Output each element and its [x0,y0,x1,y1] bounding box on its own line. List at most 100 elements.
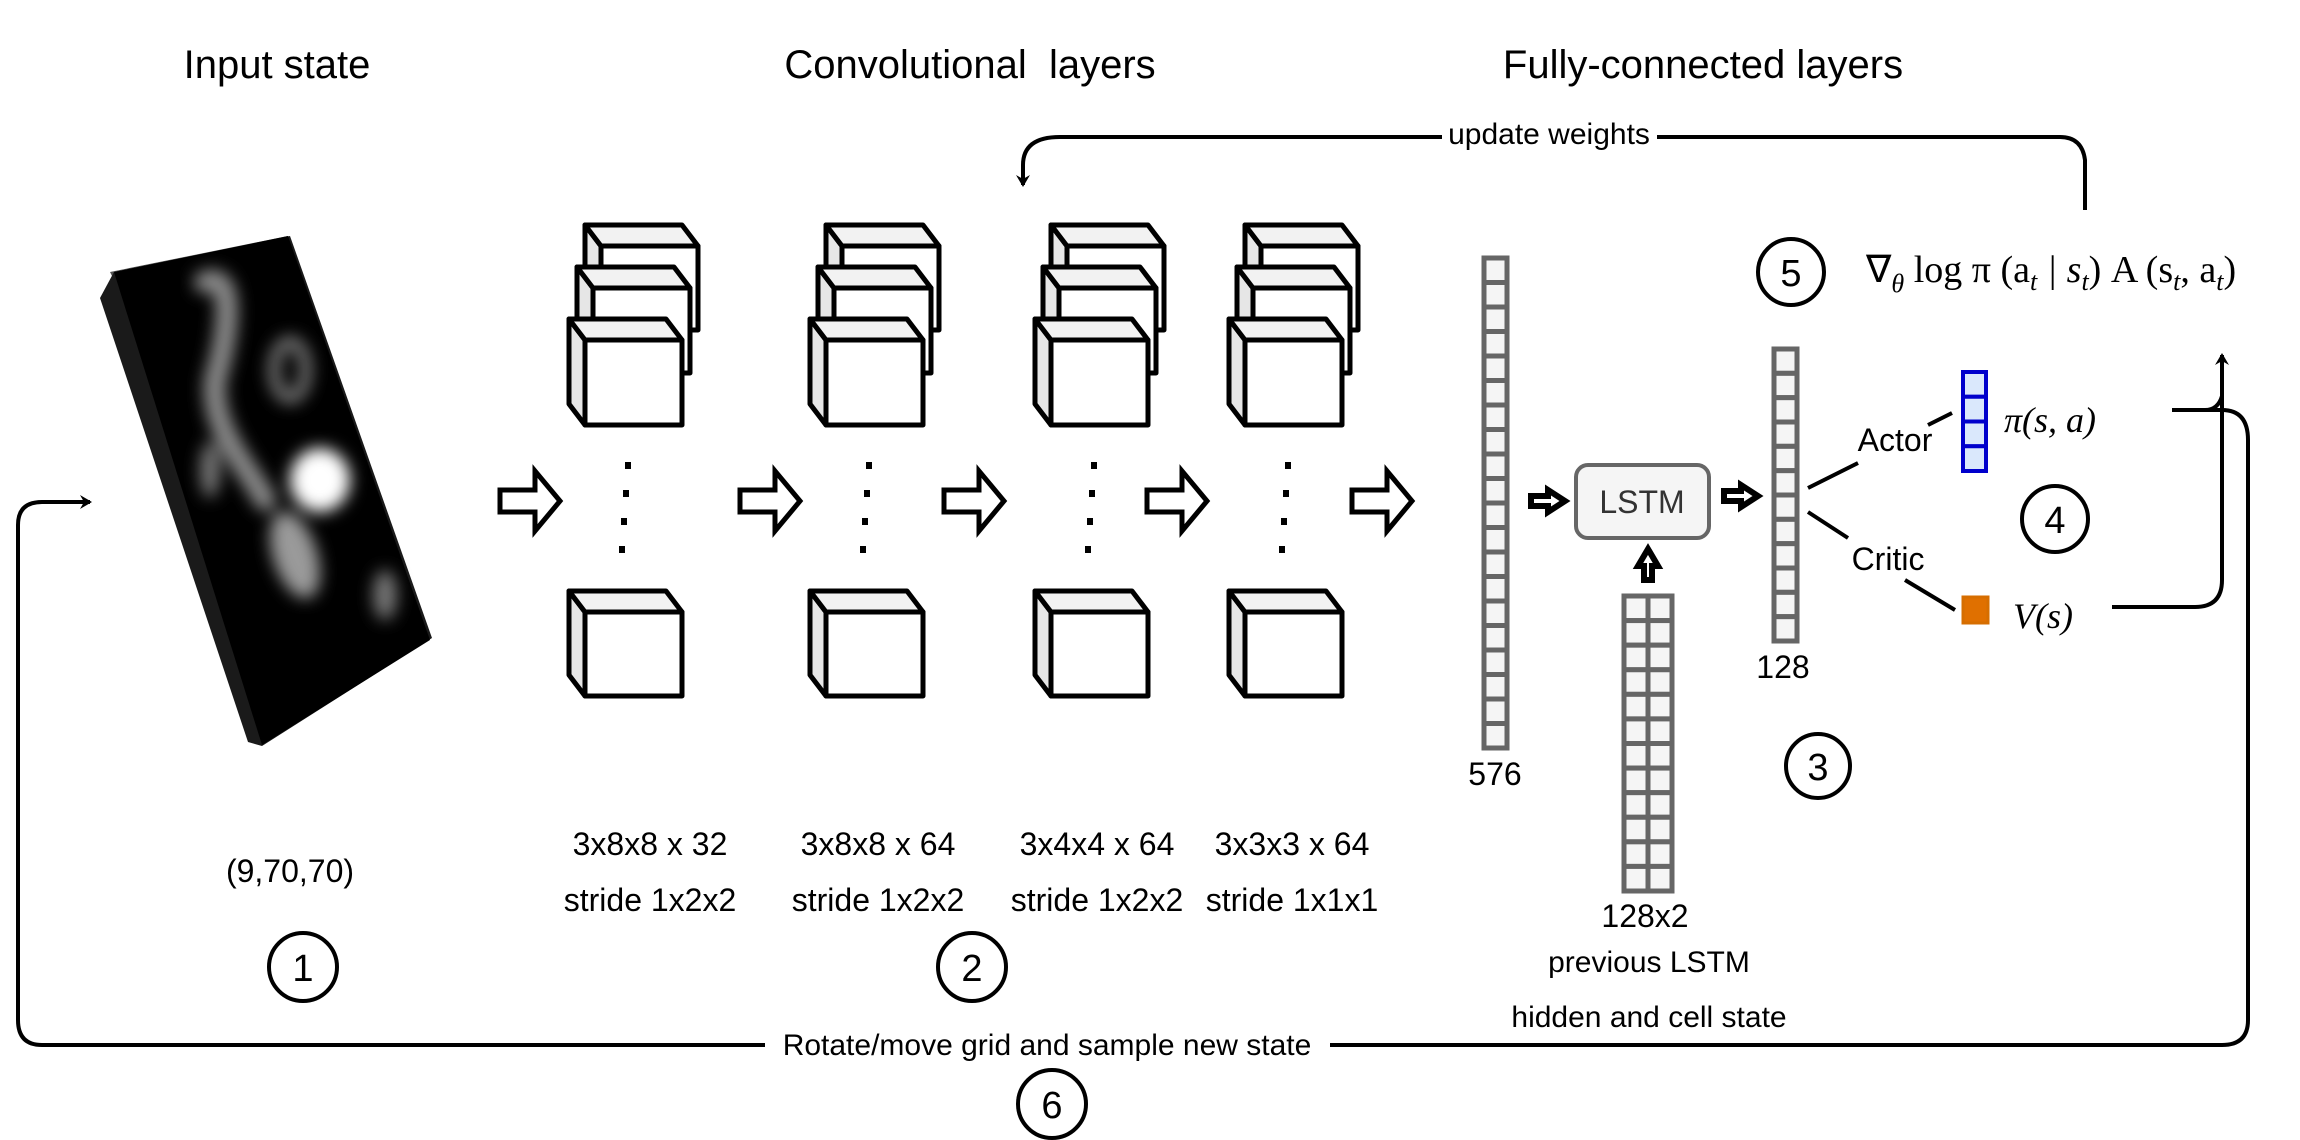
fc-cell [1771,346,1800,376]
ellipsis-dot [1087,518,1093,525]
flatten-cell [1481,696,1510,726]
block-arrow-3 [941,464,1008,538]
policy-gradient-formula: ∇θ log π (at | st) A (st, at) [1865,249,2236,298]
step-badge-1: 1 [267,931,339,1003]
prev-state-label-line2: hidden and cell state [1511,1001,1786,1034]
ellipsis-dot [1285,462,1291,469]
svg-text:5: 5 [1780,253,1801,295]
prev-state-cell [1645,716,1675,747]
ellipsis-dot [862,518,868,525]
resample-loop-edge [16,495,765,1047]
step-badge-6: 6 [1016,1068,1088,1140]
prev-state-cell [1621,741,1651,771]
prev-state-cell [1645,691,1675,722]
ellipsis-dot [1283,490,1289,497]
title-convolutional-layers: Convolutional layers [784,43,1155,87]
input-shape-label: (9,70,70) [226,853,354,889]
prev-state-cell [1621,863,1651,894]
prev-state-cell [1645,863,1675,894]
feature-map-front [807,316,926,428]
conv-layer-1 [566,222,701,699]
arrow-lstm-to-fc [1721,479,1764,513]
lstm-block: LSTM [1574,463,1711,540]
flatten-cell [1481,672,1510,702]
policy-label: π(s, a) [2004,400,2096,440]
prev-state-label-line1: previous LSTM [1548,946,1750,979]
conv-layer-2 [807,222,942,699]
fc-cell [1771,492,1800,522]
arrow-flatten-to-lstm [1528,484,1571,518]
conv-kernel-label-4: 3x3x3 x 64 [1215,826,1370,862]
conv-layer-3 [1032,222,1167,699]
critic-connector-1 [1806,510,1850,540]
ellipsis-dot [621,518,627,525]
prev-state-cell [1645,790,1675,820]
title-input-state: Input state [184,43,371,87]
prev-state-cell [1621,765,1651,796]
prev-state-cell [1645,618,1675,648]
svg-text:3: 3 [1807,747,1828,789]
flatten-vector-576 [1481,255,1510,751]
prev-state-cell [1621,667,1651,697]
ellipsis-dot [625,462,631,469]
title-fully-connected-layers: Fully-connected layers [1503,43,1903,87]
update-weights-label: update weights [1448,118,1650,151]
actor-connector-2 [1927,411,1953,427]
fc-cell [1771,370,1800,401]
flatten-cell [1481,721,1510,751]
fc-cell [1771,565,1800,595]
flatten-cell [1481,549,1510,579]
prev-state-cell [1645,839,1675,869]
actor-cell [1961,444,1988,473]
fc-cell [1771,614,1800,644]
ellipsis-dot [864,490,870,497]
conv-kernel-label-3: 3x4x4 x 64 [1020,826,1175,862]
prev-state-size-label: 128x2 [1601,898,1688,934]
flatten-cell [1481,280,1510,310]
flatten-cell [1481,255,1510,285]
flatten-cell [1481,402,1510,432]
flatten-size-label: 576 [1468,756,1521,792]
input-state-image [100,236,432,746]
block-arrow-5 [1349,464,1416,538]
actor-policy-vector [1961,370,1988,473]
actor-connector-1 [1807,461,1859,490]
flatten-cell [1481,451,1510,481]
value-label: V(s) [2013,596,2073,636]
prev-state-cell [1621,642,1651,673]
flatten-cell [1481,329,1510,359]
svg-text:2: 2 [961,948,982,990]
prev-state-cell [1621,691,1651,722]
prev-state-cell [1621,814,1651,845]
feature-map-front [566,316,685,428]
policy-to-resample-edge [1330,408,2250,1047]
previous-lstm-state-grid [1621,593,1675,894]
fc-cell [1771,443,1800,474]
block-arrow-1 [497,464,564,538]
arrow-prev-state-to-lstm [1632,543,1664,583]
prev-state-cell [1645,667,1675,697]
feature-map-last [1226,588,1345,699]
flatten-cell [1481,427,1510,457]
critic-label: Critic [1852,541,1925,577]
prev-state-cell [1645,593,1675,624]
feature-map-last [807,588,926,699]
actor-cell [1961,370,1988,399]
step-badge-5: 5 [1756,237,1826,307]
block-arrow-4 [1144,464,1211,538]
feature-map-front [1226,316,1345,428]
ellipsis-dot [1279,546,1285,553]
policy-to-gradient-edge [2172,395,2224,412]
flatten-cell [1481,378,1510,408]
flatten-cell [1481,525,1510,555]
conv-stride-label-3: stride 1x2x2 [1011,882,1184,918]
flatten-cell [1481,476,1510,506]
step-badge-4: 4 [2020,484,2090,554]
conv-stride-label-2: stride 1x2x2 [792,882,965,918]
fc-cell [1771,468,1800,498]
fc-cell [1771,541,1800,571]
lstm-label: LSTM [1599,484,1684,520]
prev-state-cell [1621,618,1651,648]
actor-cell [1961,394,1988,424]
